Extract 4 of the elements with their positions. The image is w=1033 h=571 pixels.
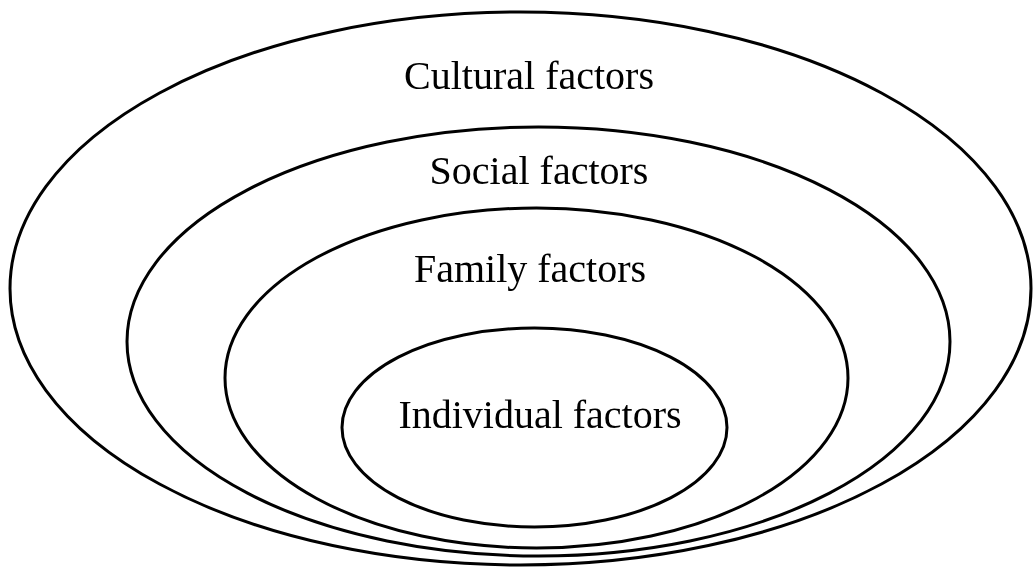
layer-label: Social factors (429, 151, 649, 191)
layer-label: Family factors (413, 249, 647, 289)
layer-label: Individual factors (398, 395, 682, 435)
layer-label: Cultural factors (404, 56, 654, 96)
